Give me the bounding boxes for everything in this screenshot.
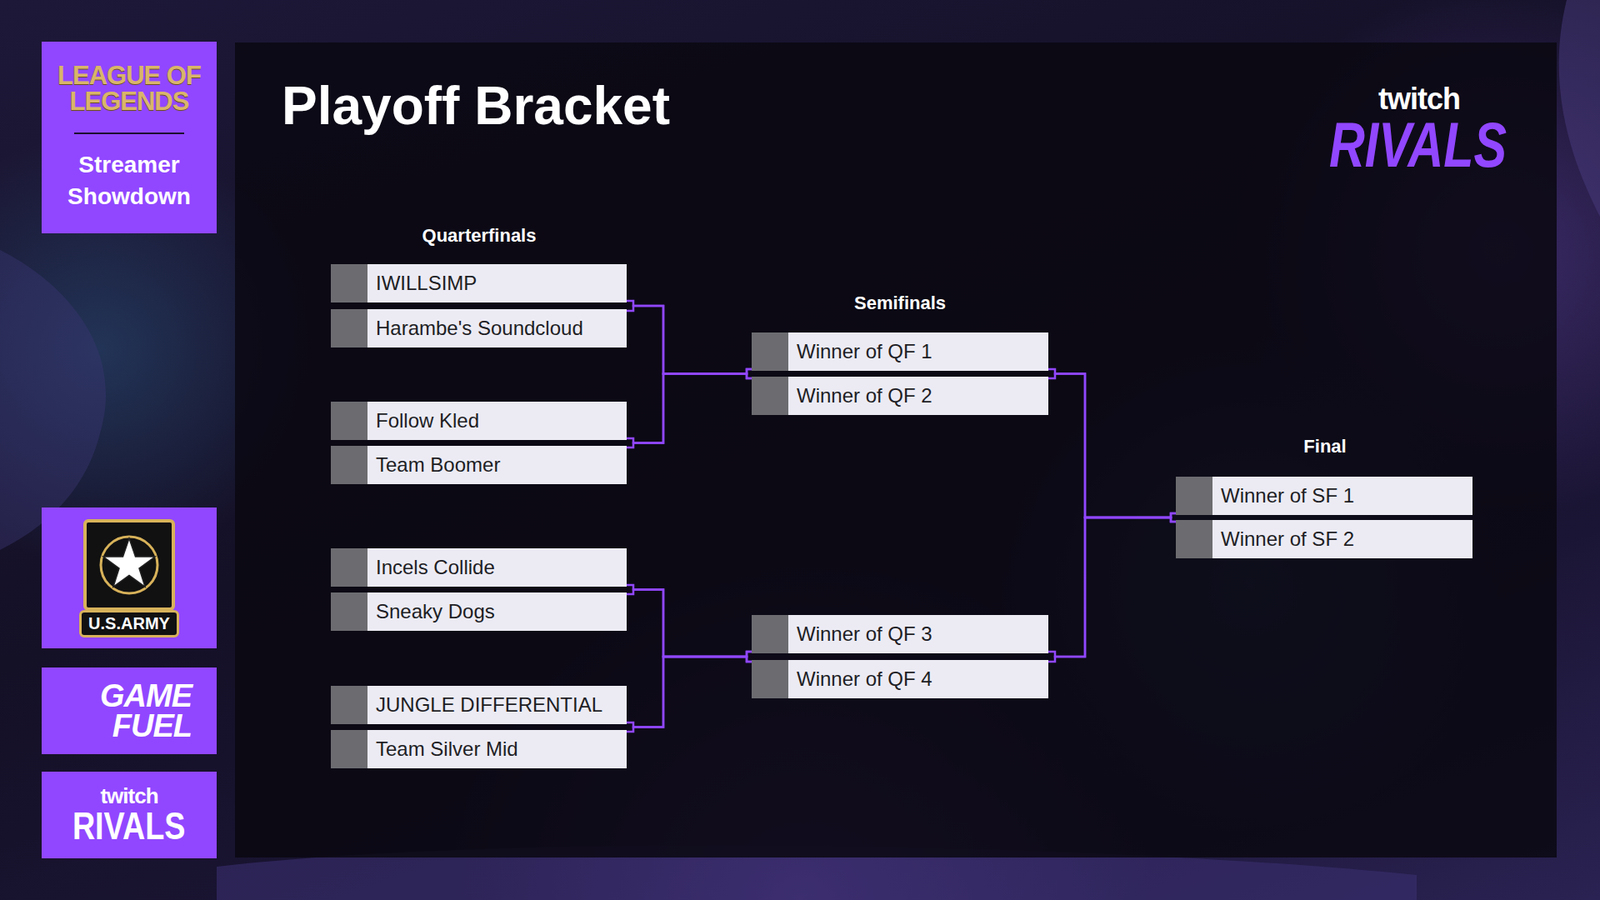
divider-line bbox=[74, 132, 185, 135]
team-slot: Winner of SF 1 bbox=[1175, 476, 1473, 515]
sidebar-panel: U.S.ARMY bbox=[41, 507, 217, 649]
sponsor-name: twitch bbox=[100, 785, 158, 807]
event-name: Streamer Showdown bbox=[50, 149, 209, 213]
sponsor-name: GAME FUEL bbox=[66, 680, 192, 741]
team-slot: Winner of QF 3 bbox=[751, 615, 1049, 654]
team-slot: Winner of QF 1 bbox=[751, 332, 1049, 371]
seed-tab bbox=[330, 592, 368, 631]
team-name: Winner of QF 1 bbox=[796, 340, 933, 364]
seed-tab bbox=[330, 264, 368, 303]
team-name: Harambe's Soundcloud bbox=[375, 316, 584, 340]
bracket-line bbox=[626, 305, 752, 375]
seed-tab bbox=[330, 730, 368, 769]
team-name: Winner of QF 2 bbox=[796, 384, 933, 408]
team-name: Follow Kled bbox=[375, 409, 480, 433]
army-star-emblem bbox=[82, 518, 176, 612]
sidebar-panel: twitchRIVALS bbox=[41, 771, 217, 859]
column-heading: Quarterfinals bbox=[422, 225, 537, 247]
seed-tab bbox=[751, 332, 789, 371]
bracket-line bbox=[1048, 517, 1176, 662]
seed-tab bbox=[330, 401, 368, 440]
team-name: Team Boomer bbox=[375, 453, 500, 477]
game-logo-text: LEAGUE OF LEGENDS bbox=[51, 62, 207, 115]
bracket-line bbox=[626, 590, 752, 658]
seed-tab bbox=[1175, 520, 1213, 559]
team-name: Sneaky Dogs bbox=[375, 600, 495, 624]
diagram-title: Playoff Bracket bbox=[281, 75, 670, 137]
team-slot: Harambe's Soundcloud bbox=[330, 309, 627, 348]
team-name: JUNGLE DIFFERENTIAL bbox=[375, 693, 603, 717]
sidebar-panel: LEAGUE OF LEGENDS Streamer Showdown bbox=[41, 41, 217, 234]
team-name: Team Silver Mid bbox=[375, 737, 519, 761]
seed-tab bbox=[330, 685, 368, 725]
team-name: Winner of SF 2 bbox=[1220, 527, 1355, 551]
team-slot: Winner of SF 2 bbox=[1175, 520, 1473, 559]
logo-wordmark: RIVALS bbox=[1330, 108, 1508, 181]
seed-tab bbox=[751, 660, 789, 699]
team-name: Winner of SF 1 bbox=[1220, 484, 1355, 508]
team-slot: Winner of QF 4 bbox=[751, 660, 1049, 699]
bracket-line bbox=[626, 656, 752, 728]
seed-tab bbox=[1175, 476, 1213, 515]
bracket-line bbox=[626, 585, 752, 657]
sponsor-name: U.S.ARMY bbox=[79, 610, 180, 638]
bracket-line bbox=[1048, 369, 1176, 518]
team-slot: Winner of QF 2 bbox=[751, 376, 1049, 415]
bracket-line bbox=[626, 374, 752, 444]
team-name: Winner of QF 3 bbox=[796, 622, 933, 646]
team-slot: Team Boomer bbox=[330, 445, 627, 485]
team-slot: Incels Collide bbox=[330, 548, 627, 587]
team-name: Incels Collide bbox=[375, 555, 495, 580]
team-slot: Team Silver Mid bbox=[330, 730, 627, 769]
seed-tab bbox=[751, 376, 789, 415]
team-slot: IWILLSIMP bbox=[330, 264, 627, 303]
team-slot: Follow Kled bbox=[330, 401, 627, 440]
team-name: IWILLSIMP bbox=[375, 271, 477, 295]
team-slot: JUNGLE DIFFERENTIAL bbox=[330, 685, 627, 725]
bracket-line bbox=[1048, 517, 1176, 657]
sponsor-name: RIVALS bbox=[72, 806, 186, 845]
seed-tab bbox=[330, 309, 368, 348]
team-name: Winner of QF 4 bbox=[796, 667, 933, 691]
bracket-line bbox=[626, 300, 752, 375]
seed-tab bbox=[330, 445, 368, 485]
bracket-line bbox=[1048, 374, 1176, 519]
seed-tab bbox=[751, 615, 789, 654]
team-slot: Sneaky Dogs bbox=[330, 592, 627, 631]
bracket-line bbox=[626, 656, 752, 732]
seed-tab bbox=[330, 548, 368, 587]
column-heading: Final bbox=[1303, 435, 1346, 458]
bracket-line bbox=[626, 374, 752, 449]
sidebar-panel: GAME FUEL bbox=[41, 667, 217, 755]
column-heading: Semifinals bbox=[854, 292, 946, 315]
